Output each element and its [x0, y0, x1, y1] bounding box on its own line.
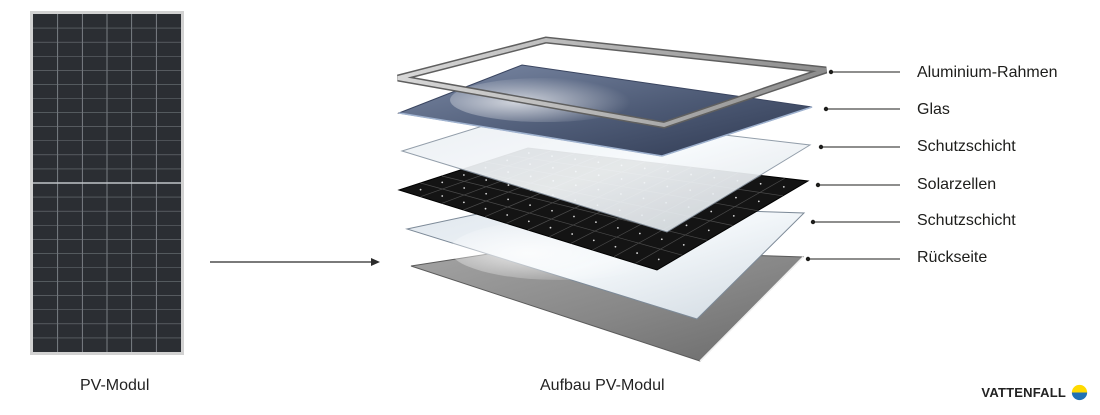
- cell-contact-dot: [527, 220, 530, 223]
- cell-contact-dot: [710, 210, 713, 213]
- cell-contact-dot: [529, 204, 531, 206]
- cell-contact-dot: [759, 182, 762, 185]
- layer-label-protective-layer-lower: Schutzschicht: [917, 212, 1016, 229]
- cell-contact-dot: [462, 174, 465, 176]
- cell-contact-dot: [551, 209, 553, 212]
- layer-label-protective-layer-upper: Schutzschicht: [917, 138, 1016, 155]
- cell-contact-dot: [419, 188, 422, 191]
- layer-label-solar-cells: Solarzellen: [917, 176, 997, 193]
- leader-lines: [805, 69, 900, 262]
- layer-label-aluminium-frame: Aluminium-Rahmen: [917, 64, 1058, 81]
- layer-label-glass: Glas: [917, 101, 950, 118]
- cell-contact-dot: [614, 245, 617, 248]
- cell-contact-dot: [660, 238, 663, 241]
- logo-text: VATTENFALL: [981, 385, 1066, 400]
- cell-grid-line: [635, 177, 785, 264]
- cell-contact-dot: [616, 226, 619, 229]
- cell-contact-dot: [732, 214, 735, 217]
- cell-contact-dot: [735, 196, 737, 199]
- cell-contact-dot: [573, 215, 575, 218]
- cell-contact-dot: [571, 233, 574, 235]
- cell-contact-dot: [657, 258, 660, 261]
- cell-contact-dot: [636, 252, 639, 254]
- cell-contact-dot: [485, 179, 488, 181]
- cell-contact-dot: [441, 195, 444, 197]
- caption-pv-module: PV-Modul: [80, 377, 150, 394]
- connecting-arrow: [210, 258, 380, 266]
- cell-contact-dot: [462, 201, 465, 204]
- cell-contact-dot: [506, 214, 509, 216]
- cell-contact-dot: [549, 226, 552, 229]
- cell-contact-dot: [707, 229, 710, 232]
- cell-contact-dot: [485, 192, 488, 195]
- cell-contact-dot: [484, 207, 487, 210]
- layer-aluminium-frame: [397, 36, 828, 129]
- layer-label-backsheet: Rückseite: [917, 249, 988, 266]
- cell-contact-dot: [463, 187, 466, 189]
- cell-contact-dot: [595, 221, 597, 224]
- pv-module-image: [30, 11, 184, 355]
- cell-contact-dot: [507, 184, 510, 186]
- caption-pv-assembly: Aufbau PV-Modul: [540, 377, 665, 394]
- cell-contact-dot: [682, 244, 685, 246]
- cell-contact-dot: [592, 239, 595, 242]
- cell-contact-dot: [782, 185, 785, 188]
- vattenfall-logo-mark-icon: [1071, 384, 1088, 401]
- cell-contact-dot: [507, 198, 510, 201]
- cell-contact-dot: [685, 224, 688, 227]
- cell-contact-dot: [638, 232, 641, 235]
- cell-contact-dot: [757, 200, 760, 203]
- vattenfall-logo: VATTENFALL: [981, 384, 1088, 401]
- cell-contact-dot: [441, 181, 444, 184]
